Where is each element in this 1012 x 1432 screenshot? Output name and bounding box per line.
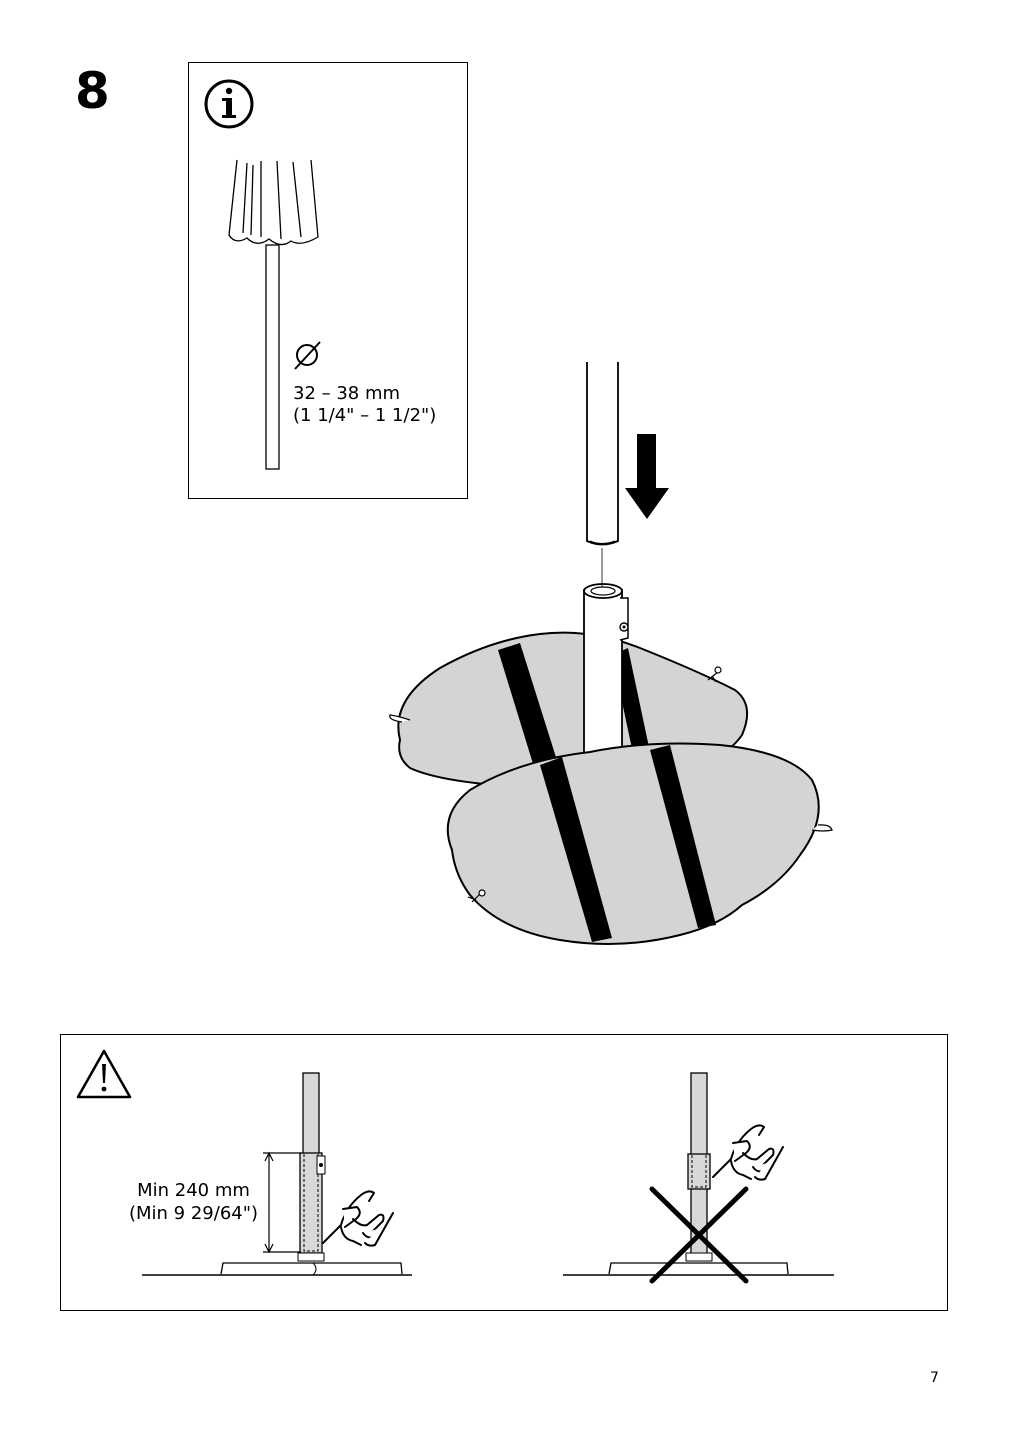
umbrella-pole-icon [265, 244, 280, 470]
front-weight-bag [446, 742, 833, 945]
info-illustration [204, 79, 321, 470]
warning-triangle-icon [76, 1049, 132, 1099]
incorrect-installation-figure [563, 1072, 834, 1284]
down-arrow-icon [625, 434, 669, 519]
info-box: 32 – 38 mm (1 1/4" – 1 1/2") [188, 62, 468, 499]
min-in: (Min 9 29/64") [129, 1203, 259, 1224]
pole-diameter-spec: 32 – 38 mm (1 1/4" – 1 1/2") [293, 383, 436, 427]
step-number: 8 [75, 62, 110, 120]
cross-icon [649, 1186, 749, 1284]
min-mm: Min 240 mm [137, 1180, 250, 1201]
info-icon [204, 79, 254, 129]
warning-illustrations [76, 1049, 834, 1284]
correct-installation-figure [142, 1072, 412, 1276]
base-tube [583, 583, 629, 761]
main-illustration [389, 362, 833, 945]
umbrella-pole [586, 362, 619, 587]
umbrella-canopy-icon [228, 159, 319, 246]
diameter-mm: 32 – 38 mm [293, 383, 401, 404]
diameter-icon [294, 341, 321, 370]
dimension-line [263, 1151, 301, 1254]
hand-pointing-icon [322, 1190, 394, 1247]
hand-pointing-icon [712, 1124, 784, 1181]
min-insertion-spec: Min 240 mm (Min 9 29/64") [129, 1179, 258, 1225]
warning-box: Min 240 mm (Min 9 29/64") [60, 1034, 948, 1311]
valve-icon [467, 889, 486, 903]
valve-icon [707, 666, 722, 683]
page-number: 7 [930, 1370, 939, 1386]
diameter-in: (1 1/4" – 1 1/2") [293, 405, 437, 426]
